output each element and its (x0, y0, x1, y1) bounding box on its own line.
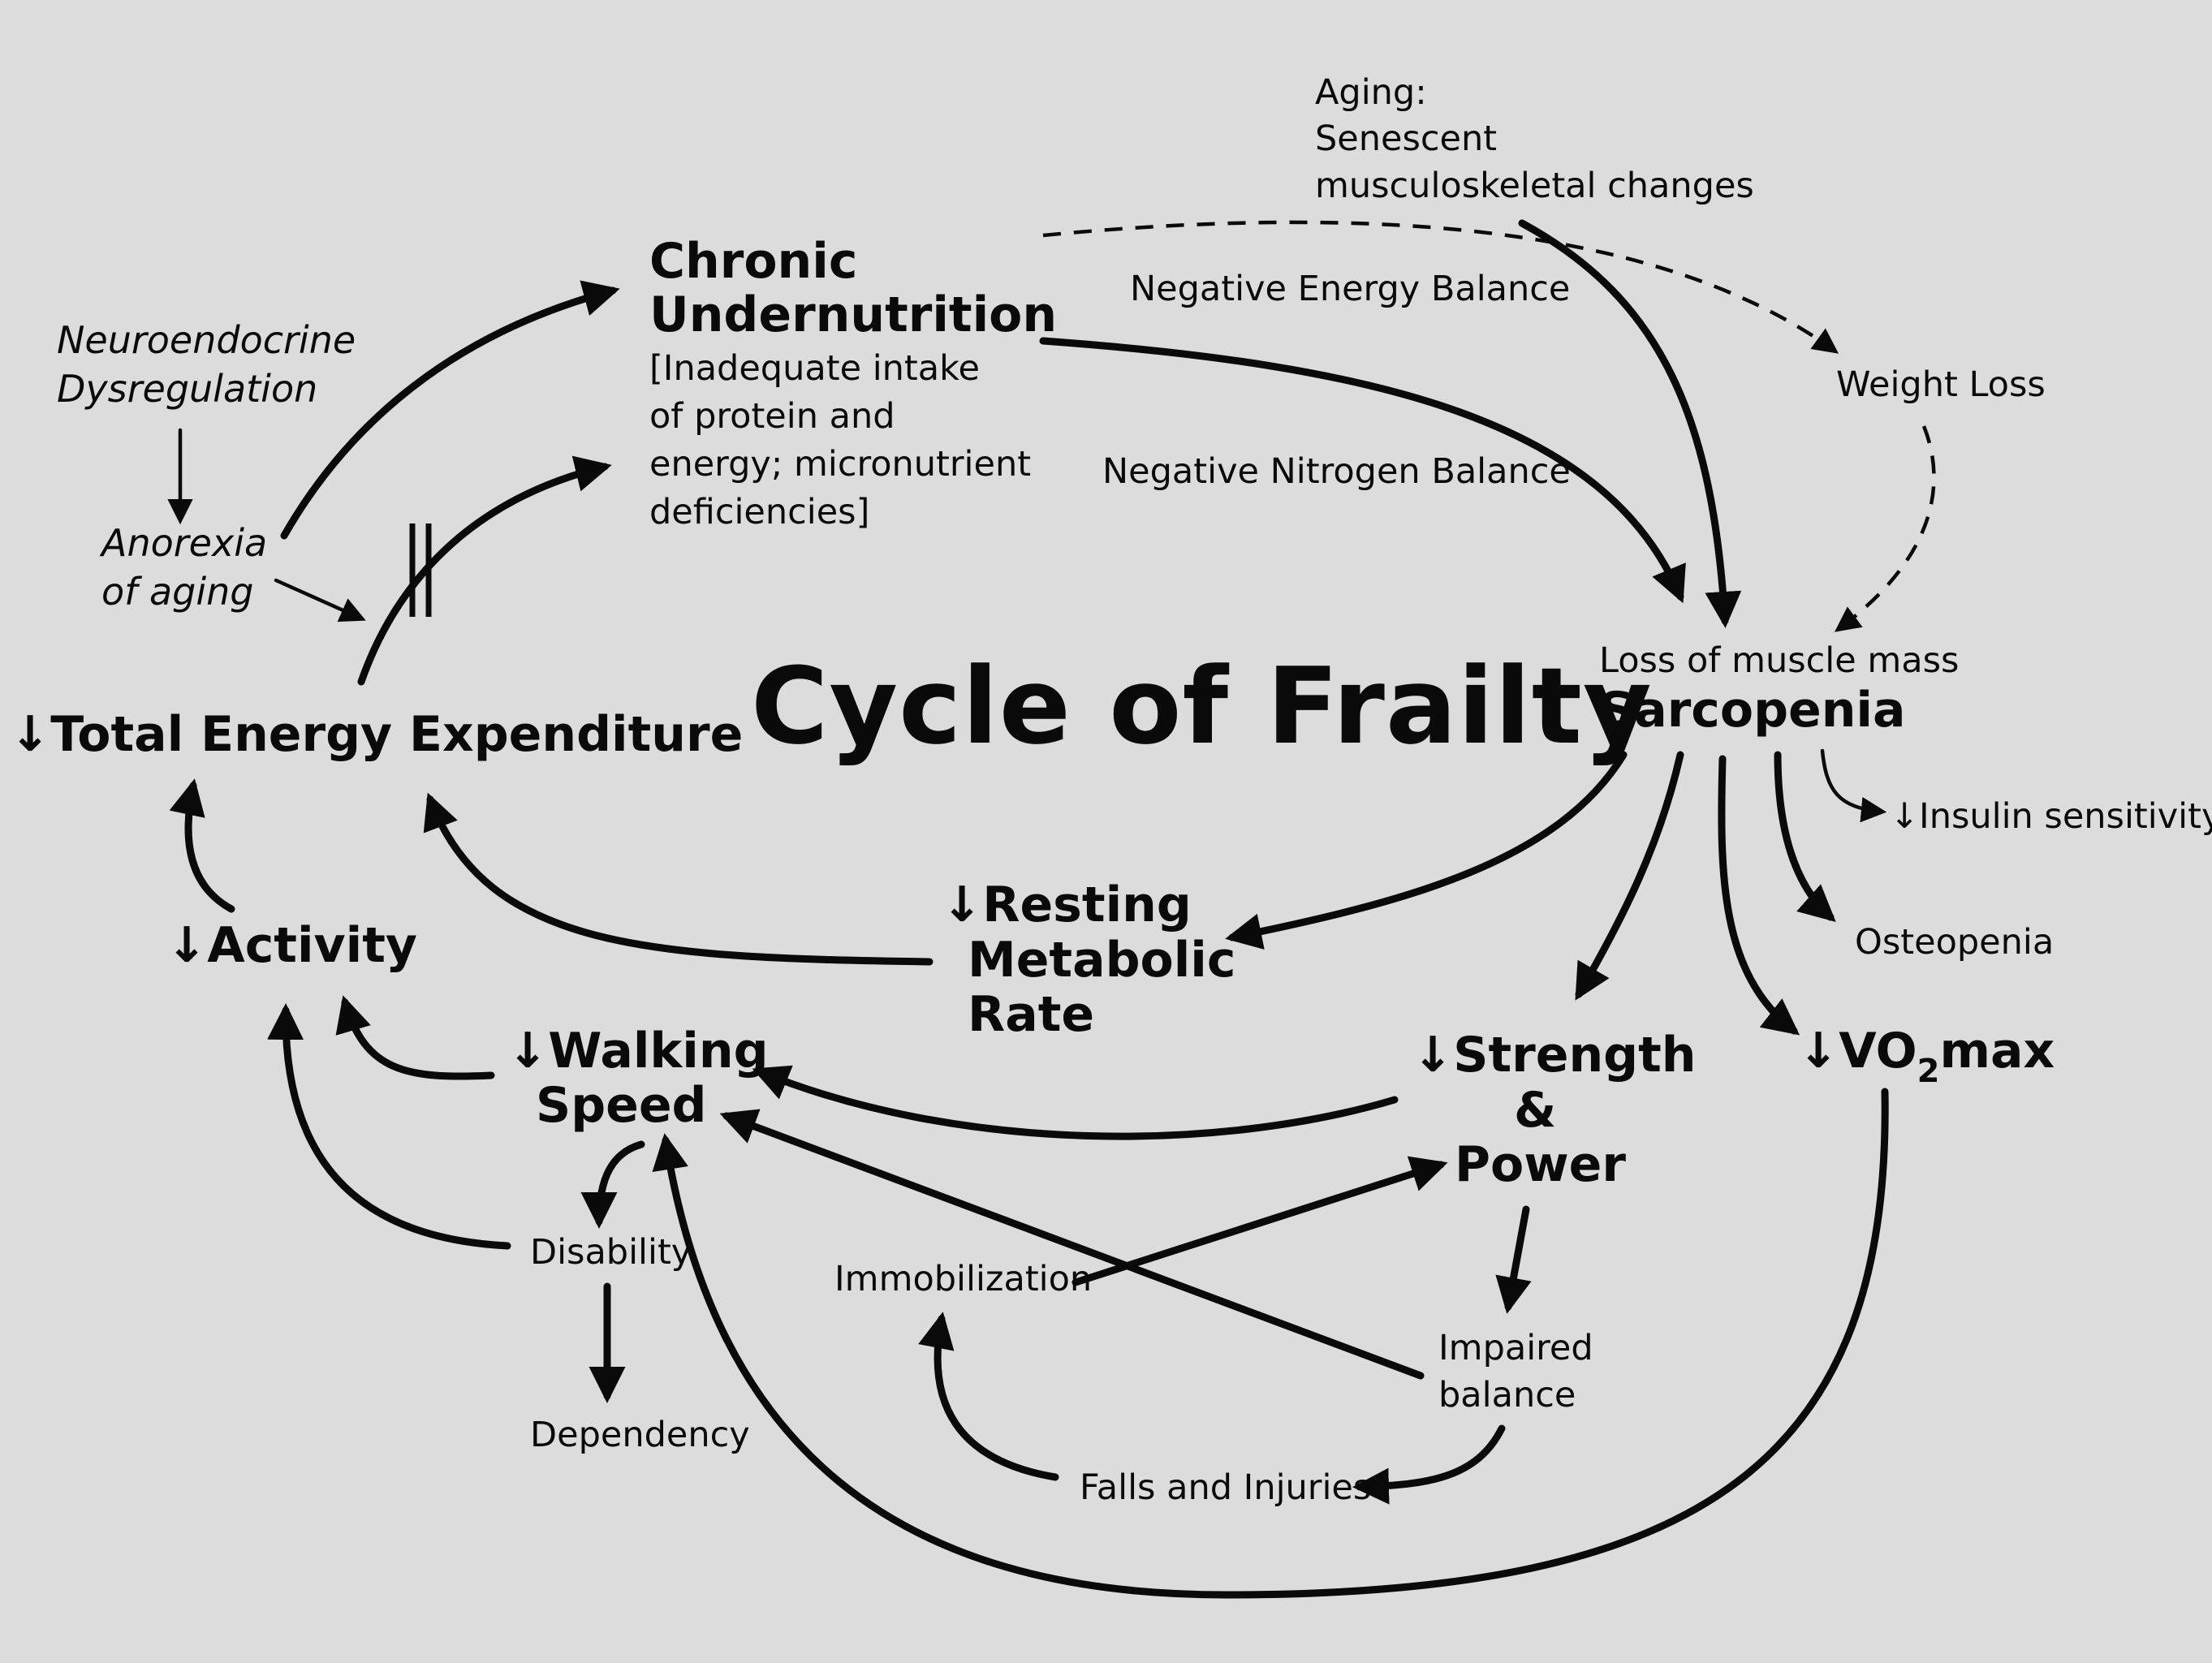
undernutrition-detail-2: of protein and (649, 396, 895, 437)
strength-line-3: Power (1455, 1136, 1626, 1193)
node-dependency: Dependency (530, 1415, 750, 1455)
edge-strength-to-balance (1495, 1205, 1532, 1314)
balance-line-2: balance (1438, 1375, 1576, 1415)
strength-line-2: & (1514, 1082, 1556, 1139)
node-disability: Disability (530, 1232, 692, 1273)
rmr-line-1: ↓Resting (942, 877, 1192, 933)
edge-disability-to-activity (267, 1003, 511, 1250)
node-sarcopenia: Loss of muscle mass Sarcopenia (1599, 640, 1959, 739)
diagram-title: Cycle of Frailty (751, 644, 1653, 768)
edge-anorexia-small (274, 578, 366, 623)
edges (167, 219, 1936, 1599)
edge-weightloss-to-sarcopenia (1834, 425, 1936, 632)
edge-anorexia-to-undernutrition (280, 280, 620, 540)
rmr-line-2: Metabolic (968, 932, 1235, 989)
node-immobilization: Immobilization (834, 1259, 1092, 1299)
node-osteopenia: Osteopenia (1855, 922, 2054, 963)
aging-line-2: Senescent (1315, 118, 1497, 159)
down-arrow-icon: ↓ (166, 917, 207, 974)
edge-falls-to-immobilization (918, 1312, 1059, 1481)
edge-strength-to-walking (752, 1065, 1399, 1140)
down-arrow-icon: ↓ (10, 706, 50, 763)
edge-activity-to-energy (169, 778, 235, 913)
rmr-line-3: Rate (968, 986, 1094, 1043)
down-arrow-icon: ↓ (507, 1023, 548, 1079)
walking-line-1: ↓Walking (507, 1023, 769, 1079)
edge-undernutrition-to-weightloss (1042, 220, 1839, 354)
node-anorexia: Anorexia of aging (99, 521, 267, 614)
node-weight-loss: Weight Loss (1836, 364, 2046, 405)
balance-line-1: Impaired (1438, 1328, 1593, 1368)
neuroendocrine-line-2: Dysregulation (57, 367, 317, 411)
label-negative-energy-balance: Negative Energy Balance (1130, 269, 1570, 309)
edge-balance-to-falls (1352, 1424, 1506, 1505)
node-chronic-undernutrition: Chronic Undernutrition [Inadequate intak… (649, 233, 1057, 532)
edge-sarcopenia-to-rmr (1225, 751, 1628, 950)
anorexia-line-2: of aging (101, 570, 253, 614)
walking-line-2: Speed (536, 1077, 707, 1134)
undernutrition-line-1: Chronic (649, 233, 857, 290)
edge-sarcopenia-to-vo2max (1718, 755, 1800, 1036)
edge-rmr-to-energy (423, 792, 934, 966)
total-energy-label: ↓Total Energy Expenditure (10, 706, 743, 763)
label-negative-nitrogen-balance: Negative Nitrogen Balance (1102, 451, 1571, 492)
edge-sarcopenia-to-osteopenia (1774, 751, 1836, 922)
node-vo2max: ↓VO2max (1798, 1023, 2055, 1090)
edge-balance-to-walking (719, 1109, 1425, 1380)
node-walking-speed: ↓Walking Speed (507, 1023, 769, 1134)
aging-line-1: Aging: (1315, 72, 1427, 113)
down-arrow-icon: ↓ (1412, 1027, 1453, 1084)
node-aging: Aging: Senescent musculoskeletal changes (1315, 72, 1754, 206)
down-arrow-icon: ↓ (1798, 1023, 1839, 1079)
node-falls-injuries: Falls and Injuries (1080, 1467, 1371, 1508)
node-impaired-balance: Impaired balance (1438, 1328, 1593, 1415)
undernutrition-detail-4: deficiencies] (649, 492, 869, 532)
down-arrow-icon: ↓ (942, 877, 982, 933)
undernutrition-detail-3: energy; micronutrient (649, 444, 1031, 485)
node-activity: ↓Activity (166, 917, 417, 974)
edge-vo2max-to-walking (652, 1088, 1889, 1599)
node-insulin: ↓Insulin sensitivity (1890, 796, 2212, 837)
node-neuroendocrine: Neuroendocrine Dysregulation (57, 318, 356, 411)
edge-immobilization-to-strength (1072, 1156, 1448, 1286)
edge-sarcopenia-to-insulin (1820, 748, 1887, 823)
edge-sarcopenia-to-strength (1575, 751, 1684, 1001)
undernutrition-line-2: Undernutrition (649, 287, 1057, 343)
sarcopenia-label: Sarcopenia (1599, 682, 1906, 739)
edge-energy-to-undernutrition (357, 455, 612, 686)
strength-line-1: ↓Strength (1412, 1027, 1697, 1084)
anorexia-line-1: Anorexia (99, 521, 267, 565)
edge-aging-to-sarcopenia (1518, 219, 1742, 628)
node-resting-metabolic-rate: ↓Resting Metabolic Rate (942, 877, 1235, 1043)
node-strength-power: ↓Strength & Power (1412, 1027, 1697, 1193)
down-arrow-icon: ↓ (1890, 796, 1919, 837)
activity-label: ↓Activity (166, 917, 417, 974)
edge-walking-to-disability (580, 1140, 645, 1229)
undernutrition-detail-1: [Inadequate intake (649, 348, 980, 389)
edge-undernutrition-to-sarcopenia (1039, 337, 1686, 604)
neuroendocrine-line-1: Neuroendocrine (57, 318, 356, 362)
edge-walking-to-activity (335, 995, 495, 1080)
node-total-energy-expenditure: ↓Total Energy Expenditure (10, 706, 743, 763)
aging-line-3: musculoskeletal changes (1315, 166, 1754, 206)
loss-muscle-mass-label: Loss of muscle mass (1599, 640, 1959, 681)
